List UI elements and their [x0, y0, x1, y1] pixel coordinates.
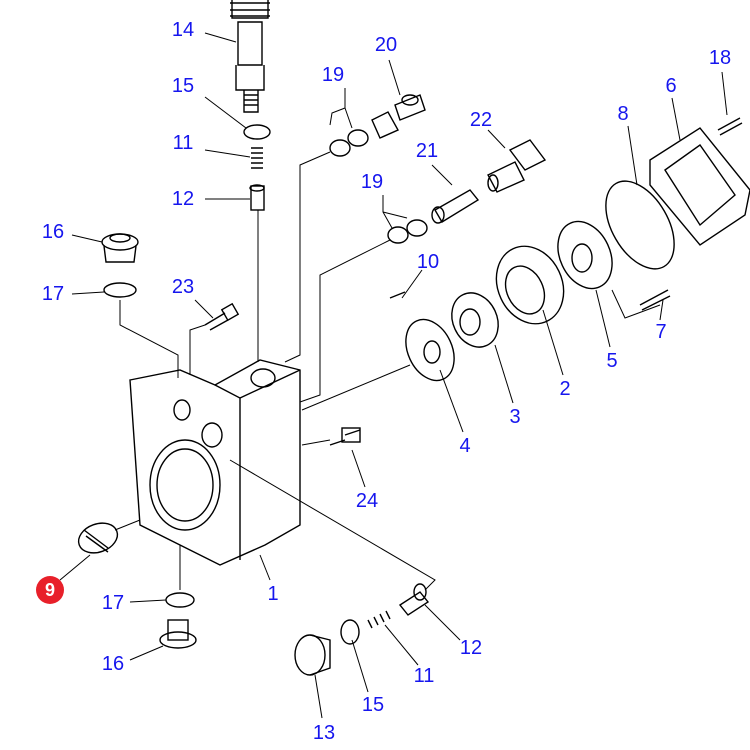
callout-3[interactable]: 3: [509, 406, 521, 428]
callout-16[interactable]: 16: [41, 221, 65, 243]
callout-13[interactable]: 13: [312, 722, 336, 744]
callout-11[interactable]: 11: [172, 132, 194, 154]
callout-10[interactable]: 10: [416, 251, 440, 273]
callout-12b[interactable]: 12: [459, 637, 483, 659]
callout-21[interactable]: 21: [415, 140, 439, 162]
part-5-plate: [557, 220, 613, 290]
part-15-oring-b: [340, 619, 360, 645]
part-16-plug-b: [159, 619, 197, 649]
callout-15b[interactable]: 15: [361, 694, 385, 716]
part-20-connector: [371, 94, 426, 139]
leader-lines: [59, 32, 728, 719]
part-12-plug: [249, 184, 265, 211]
part-24-bolt: [329, 427, 361, 446]
callout-4[interactable]: 4: [459, 435, 471, 457]
part-8-gasket: [605, 180, 675, 270]
part-10-pin: [389, 291, 406, 299]
part-3-rotor: [451, 292, 499, 348]
callout-19b[interactable]: 19: [360, 171, 384, 193]
callout-24[interactable]: 24: [355, 490, 379, 512]
part-21-valve: [431, 189, 480, 224]
callout-7[interactable]: 7: [655, 321, 667, 343]
part-17-oring: [103, 282, 137, 298]
part-15-oring: [243, 124, 271, 140]
callout-6[interactable]: 6: [665, 75, 677, 97]
callout-20[interactable]: 20: [374, 34, 398, 56]
part-12-plug-b: [398, 583, 430, 616]
callout-23[interactable]: 23: [171, 276, 195, 298]
callout-22[interactable]: 22: [469, 109, 493, 131]
callout-19[interactable]: 19: [321, 64, 345, 86]
part-13-plug: [294, 634, 331, 676]
part-19-orings-a: [329, 129, 369, 157]
callout-17b[interactable]: 17: [101, 592, 125, 614]
part-9-plug: [77, 522, 119, 554]
callout-12[interactable]: 12: [171, 188, 195, 210]
part-19-orings-b: [387, 219, 428, 244]
callout-11b[interactable]: 11: [413, 665, 435, 687]
callout-5[interactable]: 5: [606, 350, 618, 372]
part-23-bolt: [204, 302, 240, 331]
callout-1[interactable]: 1: [267, 583, 279, 605]
callout-2[interactable]: 2: [559, 378, 571, 400]
part-1-housing: [129, 359, 301, 566]
callout-15[interactable]: 15: [171, 75, 195, 97]
part-11-spring-b: [367, 610, 391, 629]
callout-18[interactable]: 18: [708, 47, 732, 69]
part-17-oring-b: [165, 592, 195, 608]
part-7-bolt: [639, 289, 671, 311]
callout-16b[interactable]: 16: [101, 653, 125, 675]
part-18-bolt: [717, 117, 743, 136]
part-22-fitting: [487, 139, 547, 193]
callout-14[interactable]: 14: [171, 19, 195, 41]
part-2-ring: [495, 245, 565, 325]
callout-9-highlighted[interactable]: 9: [36, 576, 64, 604]
part-14-relief-valve: [230, 0, 270, 113]
part-11-spring: [251, 147, 263, 169]
part-6-cover: [649, 127, 750, 246]
part-4-plate: [405, 318, 455, 382]
callout-8[interactable]: 8: [617, 103, 629, 125]
part-16-plug: [101, 233, 139, 263]
callout-17[interactable]: 17: [41, 283, 65, 305]
